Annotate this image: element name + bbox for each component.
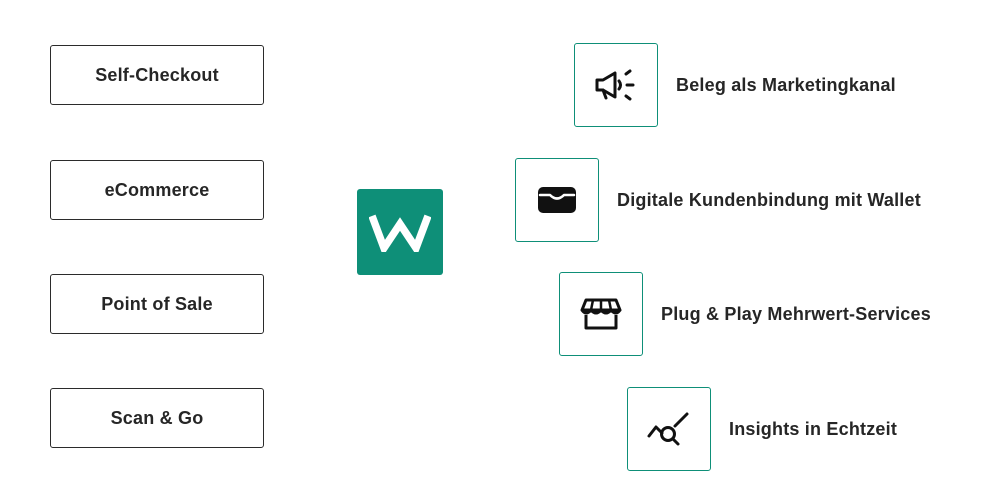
channel-label: Point of Sale [101,293,213,314]
brand-logo [357,189,443,275]
megaphone-icon [595,69,635,101]
w-logo-icon [369,214,431,252]
feature-insights: Insights in Echtzeit [627,387,897,471]
channel-scan-and-go: Scan & Go [50,388,264,448]
channel-label: eCommerce [104,179,210,200]
feature-icon-box [574,43,658,127]
feature-label: Beleg als Marketingkanal [676,74,896,95]
channel-ecommerce: eCommerce [50,160,264,220]
feature-label: Insights in Echtzeit [729,418,898,439]
storefront-icon [580,298,622,330]
feature-icon-box [627,387,711,471]
feature-icon-box [515,158,599,242]
feature-wallet: Digitale Kundenbindung mit Wallet [515,158,921,242]
feature-receipt-marketing: Beleg als Marketingkanal [574,43,896,127]
feature-label: Plug & Play Mehrwert-Services [661,303,931,324]
channel-point-of-sale: Point of Sale [50,274,264,334]
feature-plug-and-play: Plug & Play Mehrwert-Services [559,272,931,356]
analytics-search-icon [647,412,689,446]
channel-self-checkout: Self-Checkout [50,45,264,105]
feature-label: Digitale Kundenbindung mit Wallet [617,189,921,210]
wallet-icon [538,187,576,213]
channel-label: Self-Checkout [95,64,219,85]
feature-icon-box [559,272,643,356]
channel-label: Scan & Go [110,407,204,428]
